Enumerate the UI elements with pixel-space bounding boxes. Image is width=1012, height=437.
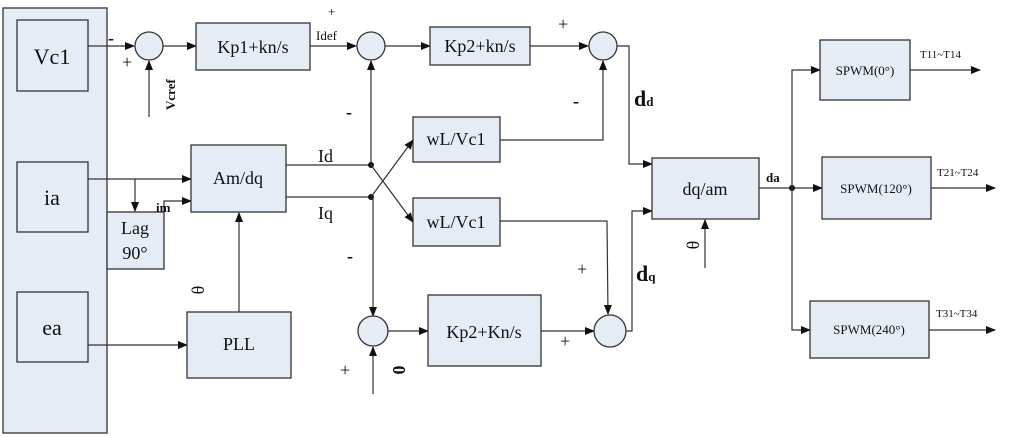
summing-junction-dq: [593, 314, 627, 348]
lag-label: Lag: [121, 218, 149, 238]
theta-label: θ: [683, 241, 703, 250]
kp2-bottom-pi-block: [427, 294, 542, 367]
plus-sign: +: [560, 331, 570, 351]
amdq-label: Am/dq: [213, 168, 263, 188]
zero-label: 0: [389, 366, 409, 375]
wl-top-label: wL/Vc1: [427, 129, 486, 149]
vcref-label: Vcref: [163, 79, 178, 110]
kp1-pi-block: [195, 22, 311, 71]
summing-junction-q: [357, 315, 389, 347]
theta-label: θ: [188, 286, 208, 295]
minus-sign: -: [573, 91, 579, 111]
lag-90-block: [106, 211, 165, 270]
dqam-label: dq/am: [683, 179, 728, 199]
plus-sign: +: [577, 259, 587, 279]
signal-line: [791, 66, 821, 188]
wl-bottom-label: wL/Vc1: [427, 212, 486, 232]
signal-line: [791, 188, 811, 334]
iq-label: Iq: [318, 203, 333, 223]
output2-label: T21~T24: [937, 167, 979, 179]
minus-sign: -: [346, 102, 352, 122]
output3-label: T31~T34: [936, 308, 978, 320]
da-label: da: [766, 170, 780, 185]
spwm240-label: SPWM(240°): [833, 322, 905, 337]
kp2-bottom-label: Kp2+Kn/s: [446, 322, 521, 342]
summing-junction-dd: [588, 31, 618, 61]
spwm-240-block: [809, 300, 930, 359]
dd-signal: [617, 45, 653, 168]
ea-block: [16, 291, 89, 363]
spwm120-label: SPWM(120°): [840, 181, 912, 196]
ea-label: ea: [42, 315, 62, 340]
idef-label: Idef: [316, 28, 338, 43]
wl-vc1-bottom-block: [412, 197, 501, 247]
ia-label: ia: [44, 185, 60, 210]
kp2-top-pi-block: [429, 26, 531, 66]
kp2-top-label: Kp2+kn/s: [444, 36, 515, 56]
summing-junction-d: [356, 31, 386, 61]
im-label: im: [156, 200, 171, 215]
kp1-label: Kp1+kn/s: [217, 37, 288, 57]
im-signal: [163, 197, 192, 212]
ia-block: [16, 161, 89, 233]
spwm-0-block: [819, 39, 911, 101]
decoupling-q-signal: [500, 220, 612, 315]
decoupling-d-signal: [500, 60, 607, 141]
wl-vc1-top-block: [412, 116, 501, 163]
iq-to-wl-top: [370, 139, 414, 198]
plus-sign: +: [558, 14, 568, 34]
dd-label: dd: [634, 86, 654, 111]
spwm0-label: SPWM(0°): [836, 63, 895, 78]
plus-sign: +: [340, 360, 350, 380]
minus-sign: -: [347, 246, 353, 266]
summing-junction-voltage: [134, 31, 164, 61]
dq-label: dq: [636, 261, 656, 286]
pll-block: [186, 311, 292, 379]
plus-sign: +: [328, 4, 335, 19]
minus-sign: -: [108, 28, 114, 48]
vc1-block: [16, 19, 89, 92]
vc1-label: Vc1: [34, 44, 71, 69]
lag-degree-label: 90°: [122, 243, 147, 263]
output1-label: T11~T14: [920, 49, 961, 61]
dq-signal: [626, 207, 653, 332]
am-dq-transform-block: [190, 144, 287, 213]
plus-sign: +: [122, 52, 132, 72]
id-to-wl-bottom: [370, 164, 414, 223]
dq-am-transform-block: [651, 157, 760, 220]
spwm-120-block: [821, 156, 932, 220]
pll-label: PLL: [223, 334, 255, 354]
id-label: Id: [318, 146, 333, 166]
